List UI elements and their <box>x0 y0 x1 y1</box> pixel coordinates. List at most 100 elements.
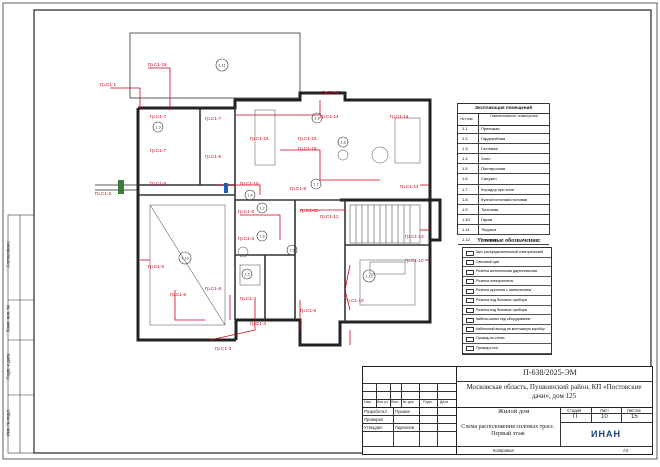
furniture <box>149 109 421 326</box>
sheet-value: 10 <box>601 414 608 420</box>
svg-text:1.5: 1.5 <box>244 272 250 277</box>
legend-symbol-icon <box>466 298 474 304</box>
stage-value: П <box>573 414 578 420</box>
explication-col-no: № пом. <box>460 116 474 121</box>
explication-room-name: Гостевая <box>481 146 498 152</box>
svg-text:1.8: 1.8 <box>314 116 320 121</box>
sheets-value: 15 <box>631 414 638 420</box>
circuit-label: Гр.С1-4 <box>240 296 256 301</box>
svg-text:1.9: 1.9 <box>289 248 295 253</box>
explication-room-name: Крыльцо <box>481 237 498 243</box>
circuit-label: Гр.С1-12 <box>320 214 339 219</box>
stamp-inv-original: Инв. № подл. <box>5 408 11 437</box>
circuit-label: Гр.С1-18 <box>148 62 167 67</box>
circuit-label: Гр.С1-17 <box>322 90 341 95</box>
legend-panel: Условные обозначения: Щит распределитель… <box>462 238 552 355</box>
legend-symbol-icon <box>466 279 474 285</box>
svg-text:1.6: 1.6 <box>259 234 265 239</box>
hdr-date: Дата <box>440 400 448 404</box>
role-approver: Утвердил <box>364 425 383 430</box>
explication-row: 1.5 Постирочная <box>458 164 549 175</box>
legend-symbol-icon <box>466 317 474 323</box>
sheet-label: Лист <box>600 408 610 413</box>
explication-room-name: Санузел <box>481 176 497 182</box>
hdr-sign: Подп. <box>423 400 433 404</box>
legend-item-label: Розетка штепсельная двухполюсная <box>476 269 537 274</box>
circuit-labels: Гр.С1-18 Гр.С1-1 Гр.С1-17 Гр.С1-7 Гр.С1-… <box>95 62 424 351</box>
hdr-kol: Кол.уч <box>377 400 388 404</box>
legend-item: Розетка под бытовые приборы <box>463 306 551 316</box>
stamp-replace-inv: Взам. инв. № <box>5 304 11 333</box>
copied-label: Копировал <box>493 448 514 453</box>
legend-item: Кабель-канал под оборудование <box>463 315 551 325</box>
building-name: Жилой дом <box>498 408 530 415</box>
project-address: Московская область, Пушкинский район, КП… <box>466 383 642 400</box>
svg-text:1.11: 1.11 <box>218 63 226 68</box>
circuit-label: Гр.С1-7 <box>150 114 166 119</box>
svg-text:1.4: 1.4 <box>247 193 253 198</box>
interior-walls <box>138 108 430 322</box>
cable-entry <box>95 180 228 194</box>
name-approver: Ларионов <box>395 425 414 430</box>
legend-item-label: Розетка кухонная с заземлением <box>476 288 532 293</box>
circuit-label: Гр.С1-19 <box>240 181 259 186</box>
circuit-label: Гр.С1-16 <box>298 146 317 151</box>
circuit-label: Гр.С1-6 <box>205 286 221 291</box>
svg-text:1.10: 1.10 <box>181 256 190 261</box>
circuit-label: Гр.С1-7 <box>205 116 221 121</box>
legend-item: Провод на стены <box>463 334 551 344</box>
explication-room-name: Топочная <box>481 206 499 212</box>
explication-room-no: 1.2 <box>462 136 468 142</box>
legend-symbol-icon <box>466 308 474 314</box>
explication-room-no: 1.5 <box>462 166 468 172</box>
explication-room-name: Постирочная <box>481 166 506 172</box>
legend-item: Провод в пол <box>463 344 551 354</box>
main-panel-icon <box>118 180 124 194</box>
sheets-label: Листов <box>627 408 641 413</box>
circuit-label: Гр.С1-7 <box>150 148 166 153</box>
circuit-label: Гр.С1-6 <box>148 264 164 269</box>
legend-item-label: Провод в пол <box>476 345 499 350</box>
walls <box>129 32 442 347</box>
explication-room-name: Терраса <box>481 226 497 232</box>
circuit-label: Гр.С1-6 <box>170 292 186 297</box>
circuit-label: Гр.С1-10 <box>405 258 424 263</box>
legend-item-label: Розетка под бытовые приборы <box>476 297 528 302</box>
circuit-label: Гр.С1-5 <box>238 236 254 241</box>
circuit-label: Гр.С1-2 <box>95 191 111 196</box>
circuit-label: Гр.С1-14 <box>390 114 409 119</box>
svg-text:1.12: 1.12 <box>365 274 374 279</box>
circuit-label: Гр.С1-5 <box>238 209 254 214</box>
explication-room-no: 1.1 <box>462 126 468 131</box>
explication-room-name: Прихожая <box>481 126 500 131</box>
room-markers <box>152 58 376 283</box>
explication-col-name: Наименование помещения <box>490 114 538 118</box>
stamp-agreed: Согласовано <box>5 241 11 268</box>
circuit-label: Гр.С1-9 <box>290 186 306 191</box>
circuit-lines <box>110 67 430 345</box>
hdr-doc: № док <box>403 400 414 404</box>
explication-room-name: Холл <box>481 156 491 162</box>
legend-symbol-icon <box>466 336 474 342</box>
circuit-label: Гр.С1-16 <box>250 136 269 141</box>
room-numbers: 1.11 1.3 1.8 1.8 1.4 1.7 1.10 1.2 1.6 1.… <box>155 63 373 279</box>
circuit-label: Гр.С1-4 <box>250 321 266 326</box>
hdr-izm: Изм. <box>364 400 372 404</box>
legend-item-label: Розетка электроплиты <box>476 278 514 283</box>
explication-room-no: 1.8 <box>462 196 468 202</box>
legend-item-label: Щит распределительный электрический <box>476 250 544 254</box>
stage-label: Стадия <box>567 408 582 413</box>
hdr-list: Лист <box>391 400 399 404</box>
legend-item-label: Световой щит <box>476 259 500 264</box>
legend-symbol-icon <box>466 260 474 266</box>
circuit-label: Гр.С1-14 <box>320 114 339 119</box>
